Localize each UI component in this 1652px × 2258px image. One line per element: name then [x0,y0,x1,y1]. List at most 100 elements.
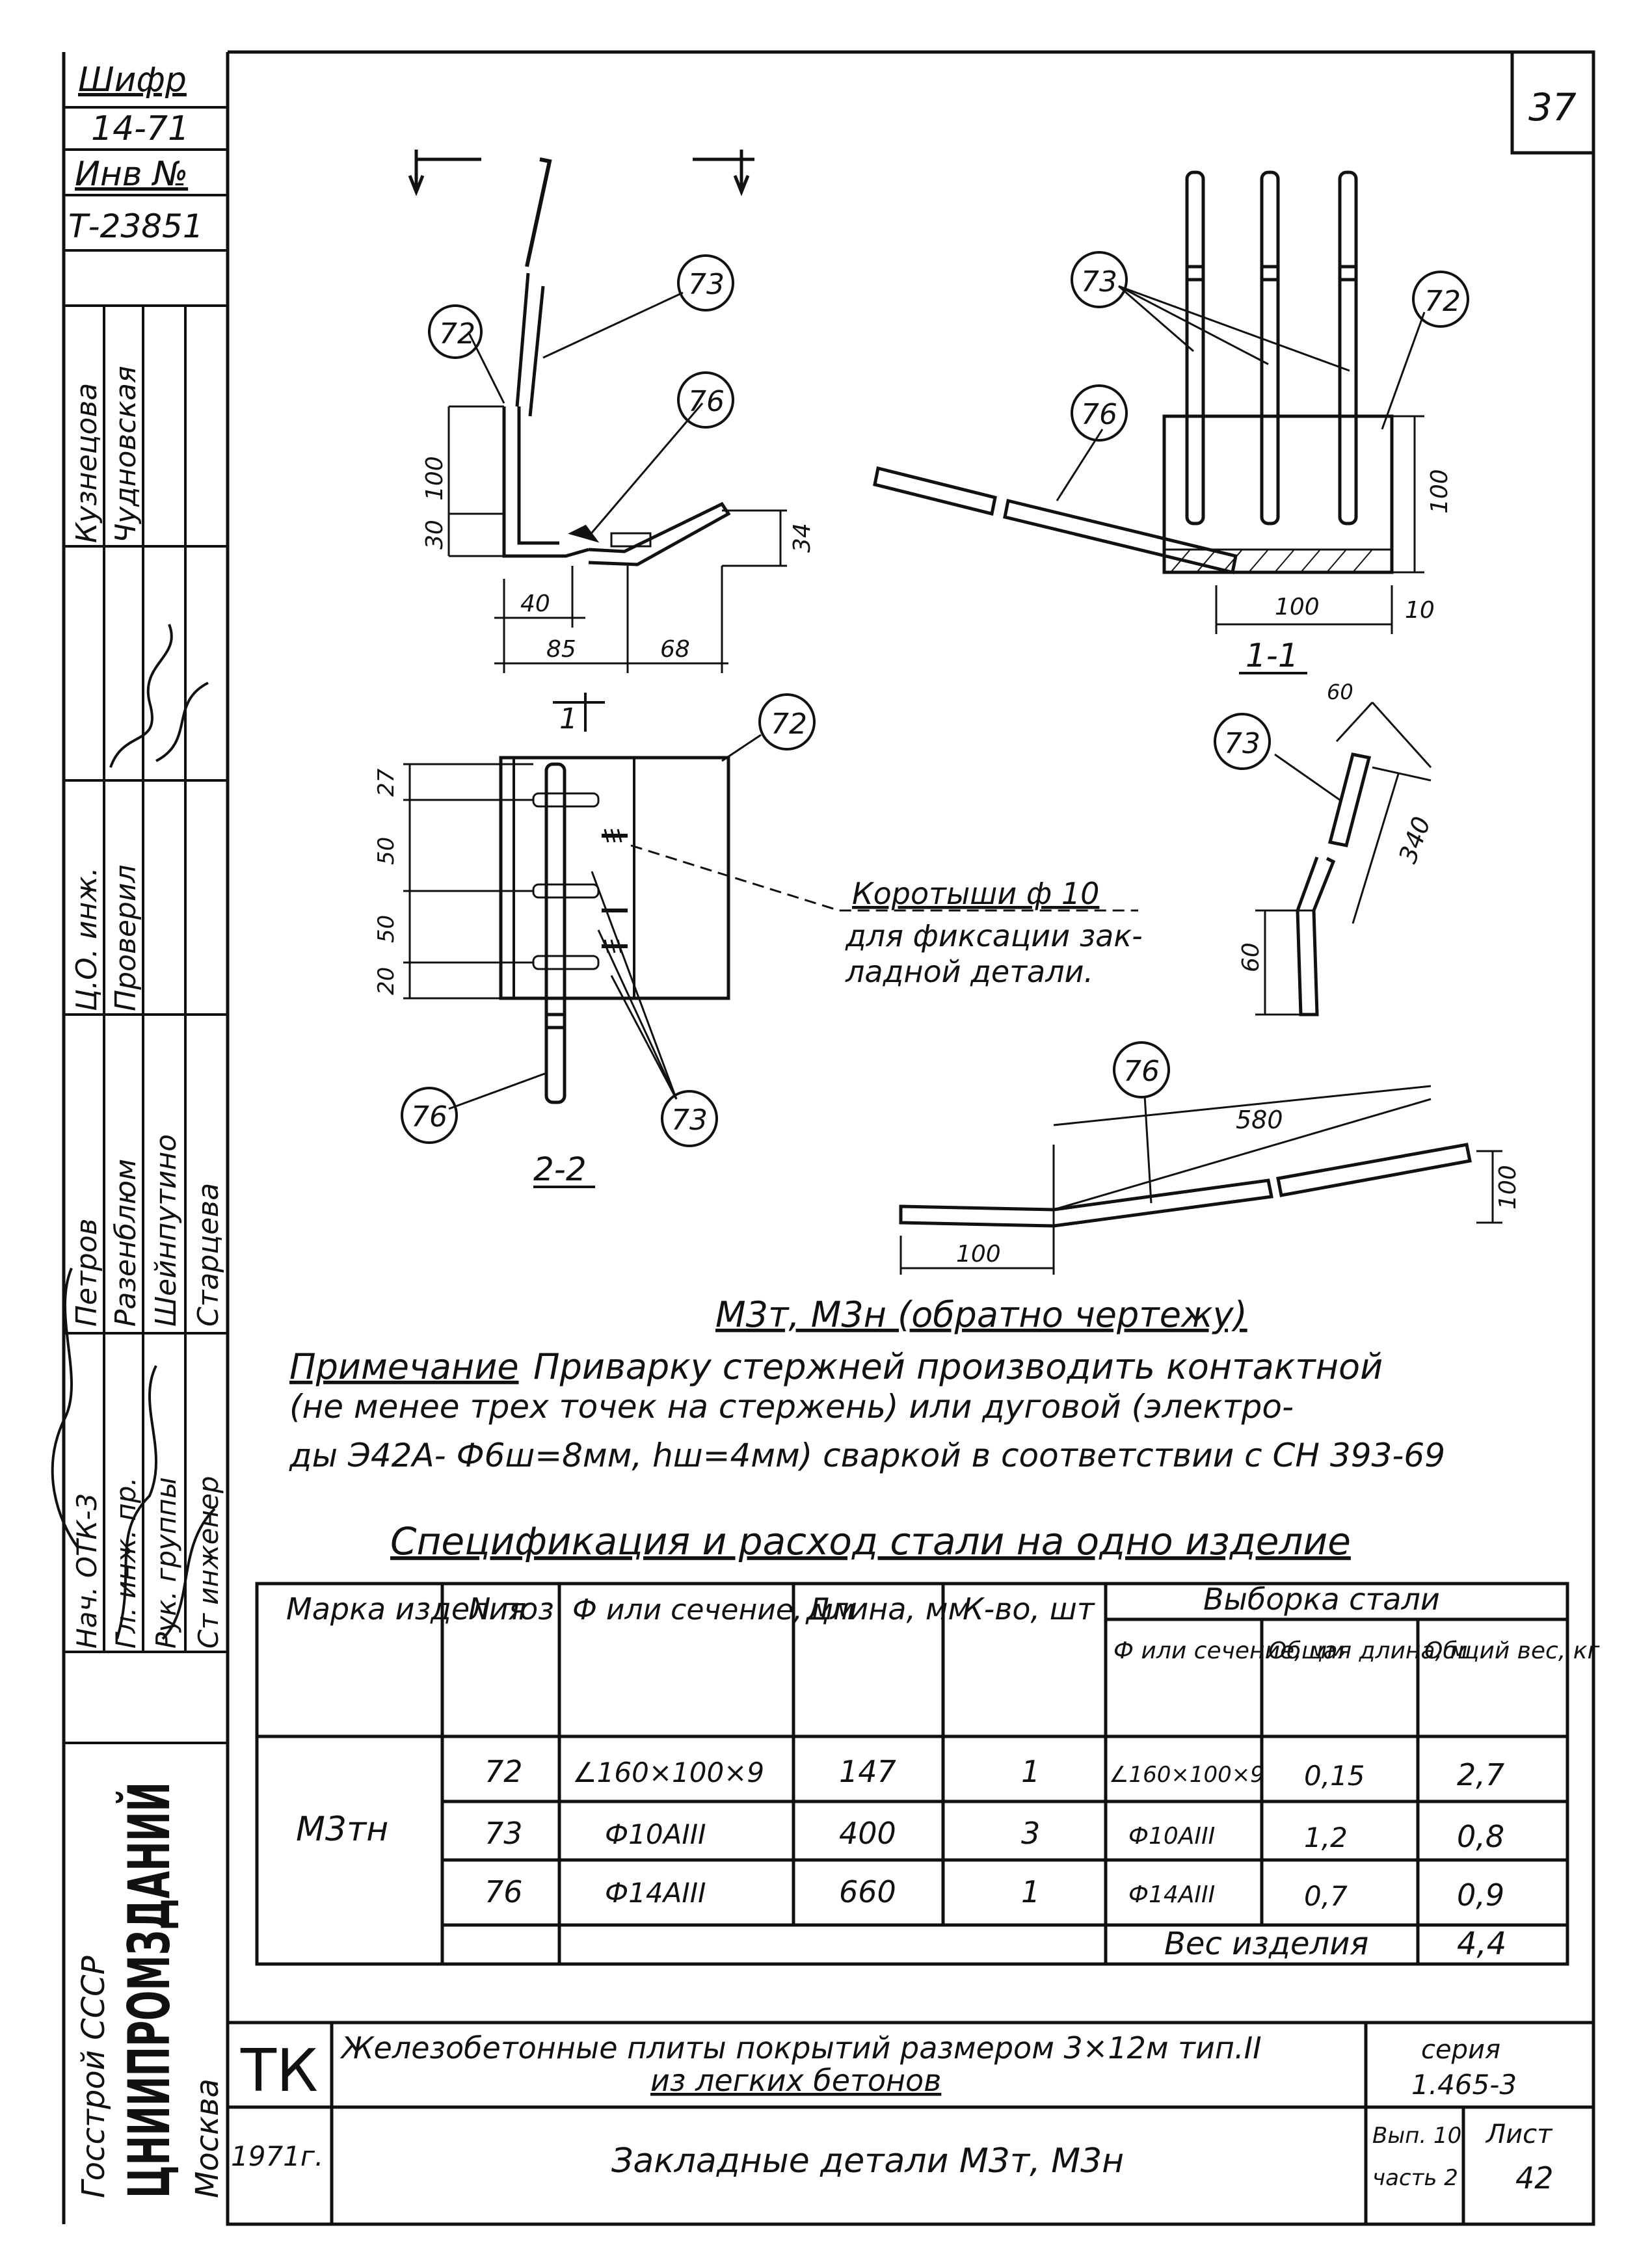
tb-year: 1971г. [231,2140,323,2172]
hdr-section: Ф или сечение, мм [572,1593,855,1627]
view-2-2-plan [403,734,1138,1188]
tb-sheet: 42 [1515,2160,1554,2196]
row-1-qty: 1 [1021,1754,1040,1789]
tb-title-1: Железобетонные плиты покрытий размером 3… [340,2030,1262,2065]
org-name: ЦНИИПРОМЗДАНИЙ [116,1782,183,2198]
note-line-3: ды Э42А- Ф6ш=8мм, hш=4мм) сваркой в соот… [289,1437,1445,1474]
tb-subject: Закладные детали М3т, М3н [611,2142,1124,2181]
spec-table-grid [255,1582,1569,1966]
row-1-pos: 72 [485,1754,523,1789]
view-1-angle-elevation [408,150,787,732]
row-2-section: Ф10АIII [605,1818,706,1850]
dim-20: 20 [373,967,399,995]
dim-100-b: 100 [1426,469,1453,514]
tb-title-2: из легких бетонов [650,2063,941,2098]
sig-kuznetsova: Кузнецова [70,383,103,543]
hdr-mark-1: Марка изделия [286,1591,526,1627]
callout-line-1: Коротыши ф 10 [852,876,1099,911]
role-checked: Проверил [109,864,142,1011]
dim-50-a: 50 [373,837,399,865]
view-1-1-section [873,170,1426,674]
sig-razenblum: Разенблюм [109,1159,142,1327]
dim-34: 34 [789,523,816,553]
role-head-otk: Нач. ОТК-3 [71,1493,103,1649]
dim-60-a: 60 [1327,680,1353,704]
dim-100-a: 100 [421,456,448,501]
bar-76-detail [899,1041,1502,1275]
view-1-callouts [428,254,734,429]
cipher-value: 14-71 [91,109,189,148]
side-stamp [64,106,228,1744]
dim-100-e: 100 [956,1241,1001,1268]
cipher-label: Шифр [78,60,187,100]
tb-series-label: серия [1421,2035,1500,2065]
sig-startseva: Старцева [192,1183,225,1327]
dim-68: 68 [660,636,690,663]
sig-chudnovskaya: Чудновская [109,366,142,543]
row-2-s-section: Ф10АIII [1128,1823,1215,1850]
dim-100-c: 100 [1275,594,1320,620]
note-line-2: (не менее трех точек на стержень) или ду… [289,1388,1294,1426]
inv-label: Инв № [75,155,188,194]
sig-sheinputino: Шейнпутино [150,1134,183,1327]
row-2-s-weight: 0,8 [1457,1819,1504,1854]
pos-73-label: 73 [688,268,725,301]
hdr-s-length: Общая длина, м [1268,1638,1468,1664]
dim-580: 580 [1236,1106,1283,1134]
role-group-head: Рук. группы [150,1477,182,1649]
dim-100-d: 100 [1495,1165,1521,1210]
hdr-s-section: Ф или сечение, мм [1113,1638,1344,1664]
hdr-length: Длина, мм [805,1591,970,1627]
tb-tk: ТК [240,2037,318,2105]
total-label: Вес изделия [1164,1926,1368,1962]
row-3-s-weight: 0,9 [1457,1878,1504,1913]
row-1-length: 147 [839,1754,896,1789]
inv-value: Т-23851 [68,207,204,245]
row-1-s-weight: 2,7 [1457,1757,1504,1792]
bar-73-detail [1214,701,1432,1016]
section-label-1-1: 1-1 [1246,637,1299,674]
hdr-qty: К-во, шт [963,1591,1095,1627]
callout-line-3: ладной детали. [845,954,1093,989]
row-3-section: Ф14АIII [605,1877,706,1909]
row-3-s-section: Ф14АIII [1128,1881,1215,1908]
row-3-length: 660 [839,1874,896,1909]
pos-76-label-b: 76 [1081,398,1117,431]
mark-value: М3тн [296,1810,388,1849]
dim-50-b: 50 [373,915,399,943]
pos-76-label-d: 76 [1123,1055,1160,1088]
pos-76-label: 76 [688,385,725,418]
note-line-1: Приварку стержней производить контактной [533,1346,1383,1387]
pos-72-label-b: 72 [1424,285,1461,318]
signature-column: Кузнецова Чудновская Ц.О. инж. Проверил … [70,366,225,1649]
tb-series: 1.465-3 [1411,2069,1517,2101]
hdr-s-weight: Общий вес, кг [1424,1638,1600,1664]
total-value: 4,4 [1457,1926,1506,1962]
row-2-qty: 3 [1021,1816,1040,1851]
row-2-s-length: 1,2 [1304,1822,1348,1853]
titleblock-grid [226,2021,1595,2226]
page-number: 37 [1528,85,1577,129]
hdr-pos: N поз [468,1591,554,1627]
tb-issue: Вып. 10 [1372,2123,1461,2149]
section-label-2-2: 2-2 [533,1150,587,1188]
dim-85: 85 [546,636,576,663]
row-1-section: ∠160×100×9 [572,1757,764,1788]
hdr-sample: Выборка стали [1203,1582,1440,1617]
section-mark-1: 1 [559,702,578,736]
row-1-s-length: 0,15 [1304,1760,1365,1792]
row-3-s-length: 0,7 [1304,1880,1348,1912]
pos-76-label-c: 76 [411,1100,447,1134]
tb-sheet-label: Лист [1485,2119,1553,2149]
dim-30: 30 [421,520,448,550]
hdr-mark: Марка изделия [286,1591,526,1627]
row-3-qty: 1 [1021,1874,1040,1909]
org-city: Москва [189,2079,226,2198]
spec-rows: 72 ∠160×100×9 147 1 ∠160×100×9 0,15 2,7 … [485,1754,1504,1913]
dim-27: 27 [373,768,399,797]
pos-73-label-d: 73 [1224,727,1260,760]
pos-72-label: 72 [439,317,475,351]
pos-73-label-c: 73 [671,1104,708,1137]
spec-title: Спецификация и расход стали на одно изде… [390,1519,1351,1563]
